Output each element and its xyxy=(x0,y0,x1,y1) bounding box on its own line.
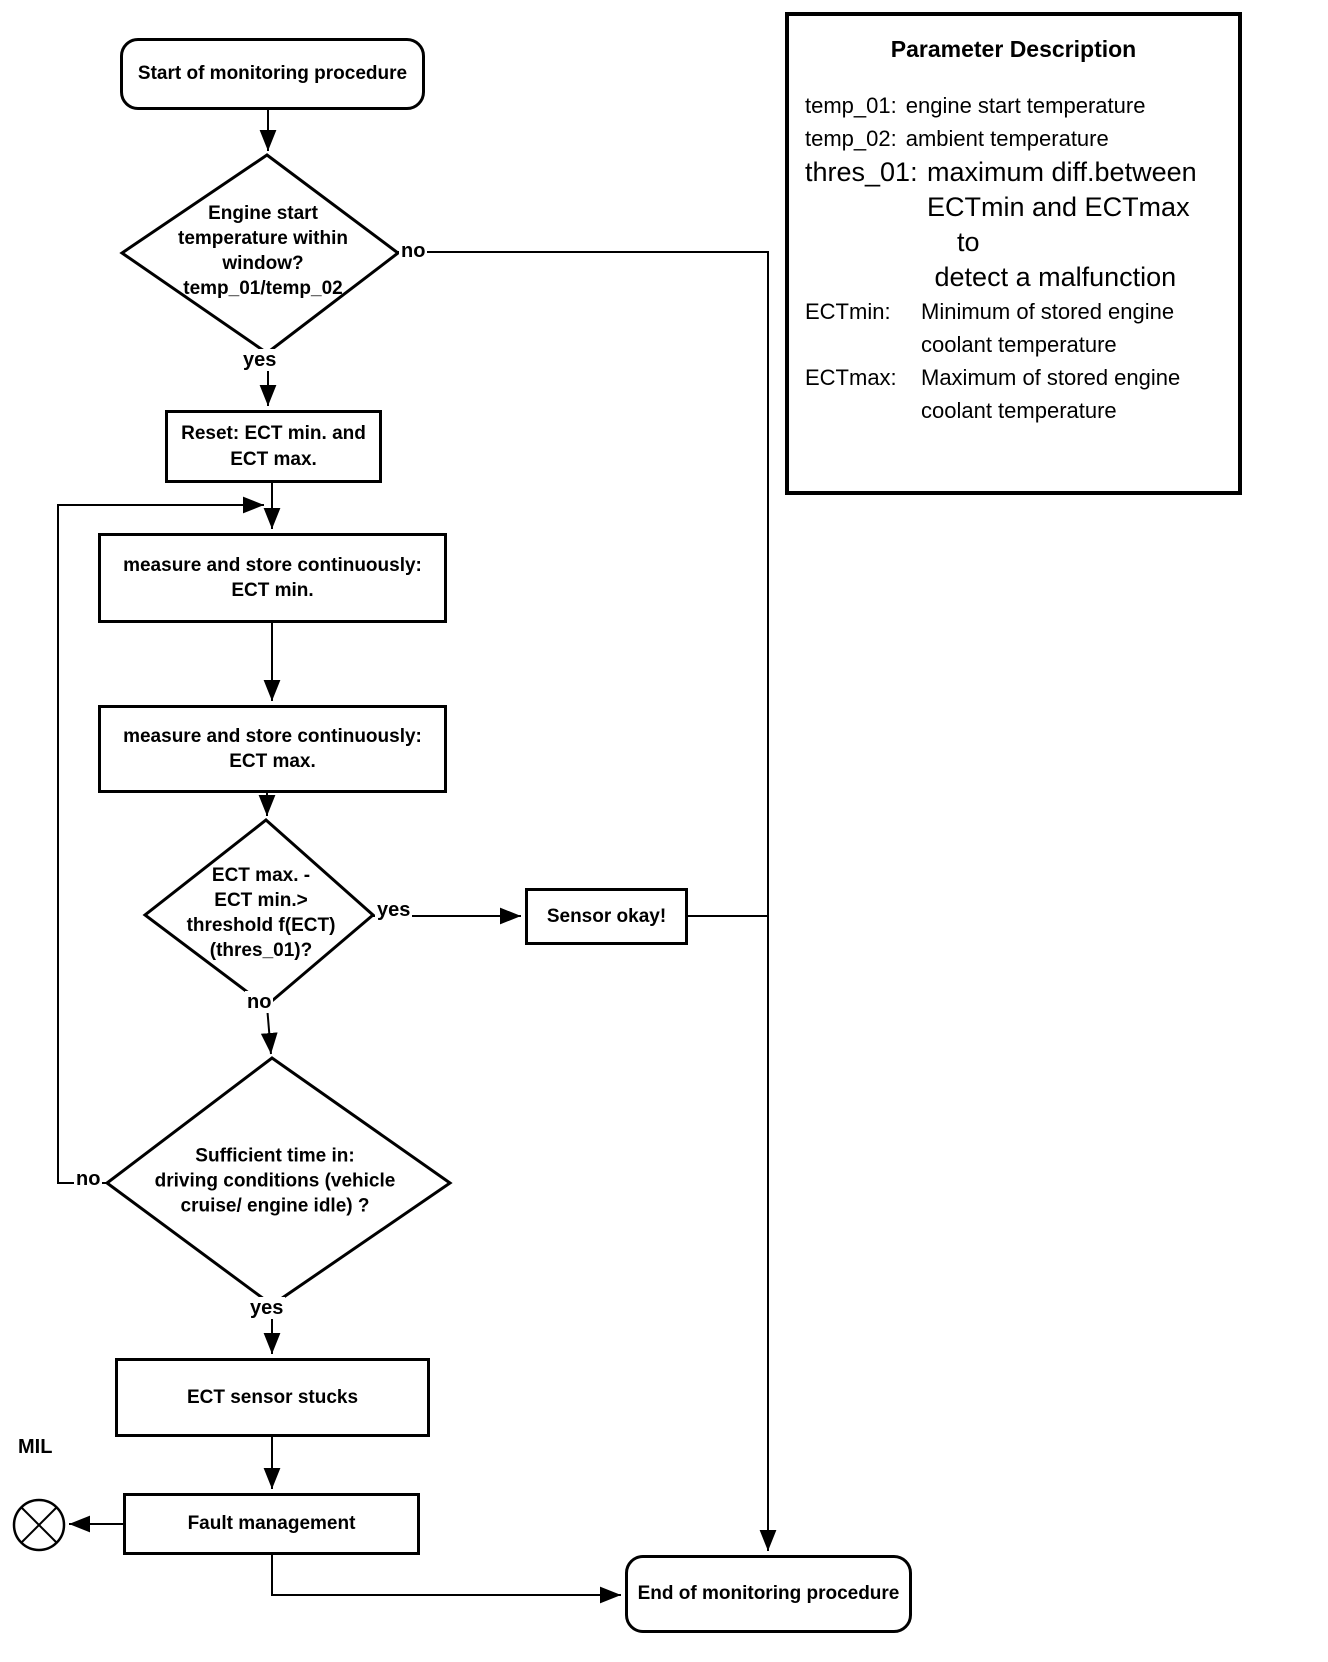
mil-label: MIL xyxy=(18,1436,53,1458)
legend-entry-label: ECTmin: xyxy=(805,299,891,324)
legend-entry-thres01: thres_01: maximum diff.between ECTmin an… xyxy=(805,155,1222,295)
mil-lamp-icon xyxy=(12,1498,66,1552)
edge-label-time-yes: yes xyxy=(248,1297,286,1319)
node-sensor-stucks: ECT sensor stucks xyxy=(115,1358,430,1437)
decision-threshold-label: ECT max. - ECT min.> threshold f(ECT) (t… xyxy=(186,864,336,962)
legend-entry-temp01: temp_01: engine start temperature xyxy=(805,89,1222,122)
edge-label-time-no: no xyxy=(74,1168,103,1190)
node-end: End of monitoring procedure xyxy=(625,1555,912,1633)
decision-time-label: Sufficient time in: driving conditions (… xyxy=(154,1145,396,1217)
edge-window-no-to-end xyxy=(398,251,777,1551)
legend-entry-temp02: temp_02: ambient temperature xyxy=(805,122,1222,155)
legend-entry-ectmax: ECTmax: Maximum of stored engine coolant… xyxy=(805,361,1222,427)
decision-window-label: Engine start temperature within window? … xyxy=(178,202,348,300)
legend-entry-label: temp_01: xyxy=(805,93,897,118)
legend-entry-label: ECTmax: xyxy=(805,365,897,390)
legend-entry-label: thres_01: xyxy=(805,157,918,187)
legend-entry-text: ambient temperature xyxy=(905,126,1109,151)
edge-label-window-no: no xyxy=(399,240,428,262)
edge-label-window-yes: yes xyxy=(241,349,279,371)
parameter-description-box: Parameter Description temp_01: engine st… xyxy=(785,12,1242,495)
legend-entry-label: temp_02: xyxy=(805,126,897,151)
edge-threshold-no-to-time-decision xyxy=(260,1005,278,1055)
legend-entry-text: engine start temperature xyxy=(905,93,1146,118)
edge-label-threshold-yes: yes xyxy=(375,899,413,921)
legend-entry-text: maximum diff.between ECTmin and ECTmax t… xyxy=(927,157,1197,292)
legend-title: Parameter Description xyxy=(890,36,1137,62)
edge-label-threshold-no: no xyxy=(245,991,274,1013)
legend-entry-text: Maximum of stored engine coolant tempera… xyxy=(921,365,1181,423)
node-measure-max: measure and store continuously: ECT max. xyxy=(98,705,447,793)
node-reset: Reset: ECT min. and ECT max. xyxy=(165,410,382,483)
node-fault-management: Fault management xyxy=(123,1493,420,1555)
legend-entry-text: Minimum of stored engine coolant tempera… xyxy=(921,299,1175,357)
legend-entry-ectmin: ECTmin: Minimum of stored engine coolant… xyxy=(805,295,1222,361)
node-start: Start of monitoring procedure xyxy=(120,38,425,110)
edge-fault-to-end xyxy=(271,1555,621,1604)
node-measure-min: measure and store continuously: ECT min. xyxy=(98,533,447,623)
node-sensor-okay: Sensor okay! xyxy=(525,888,688,945)
